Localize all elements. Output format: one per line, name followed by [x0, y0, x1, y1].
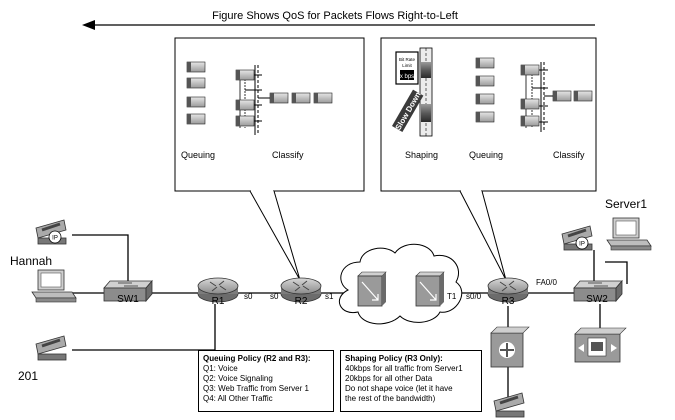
queuing-policy-box: Queuing Policy (R2 and R3): Q1: Voice Q2… [198, 350, 334, 412]
phone-201-label: 201 [18, 369, 38, 383]
shaping-policy-line: 20kbps for all other Data [345, 374, 433, 383]
queuing-policy-line: Q2: Voice Signaling [203, 374, 273, 383]
phone-r3 [492, 391, 526, 419]
ip-badge-right: IP [579, 242, 585, 248]
server1-pc [606, 217, 652, 251]
hannah-pc [31, 269, 77, 303]
r2-s1-label: s1 [325, 292, 334, 301]
shaping-policy-line: 40kbps for all traffic from Server1 [345, 364, 463, 373]
bitrate-value: x bps [400, 74, 414, 80]
call-manager [574, 327, 627, 363]
callout-r2-classify-label: Classify [272, 150, 304, 160]
r2-s0-label: s0 [270, 292, 279, 301]
ip-badge-left: IP [52, 236, 58, 242]
r3-s00-label: s0/0 [466, 292, 482, 301]
callout-r2: Queuing Classify [174, 37, 365, 281]
r1-s0-label: s0 [244, 292, 253, 301]
wan-switch-1 [357, 271, 387, 307]
r3-classifier-fan [520, 62, 593, 132]
r2-label: R2 [295, 296, 308, 307]
server1-label: Server1 [605, 197, 647, 211]
bitrate-label-1: Bit Rate [399, 57, 416, 62]
r3-t1-label: T1 [447, 292, 457, 301]
figure-title: Figure Shows QoS for Packets Flows Right… [212, 10, 458, 22]
callout-r3-classify-label: Classify [553, 150, 585, 160]
callout-r3-queuing-label: Queuing [469, 150, 503, 160]
classifier-fan [235, 65, 333, 135]
shaping-policy-line: Do not shape voice (let it have [345, 384, 453, 393]
queuing-policy-line: Q3: Web Traffic from Server 1 [203, 384, 309, 393]
voice-gateway [490, 326, 530, 368]
queuing-policy-title: Queuing Policy (R2 and R3): [203, 354, 311, 363]
sw2-label: SW2 [586, 294, 608, 305]
bitrate-label-2: Limit [402, 63, 412, 68]
shaping-policy-line: the rest of the bandwidth) [345, 394, 436, 403]
callout-r3: Bit Rate Limit x bps Slow Down [380, 37, 597, 281]
shaping-policy-title: Shaping Policy (R3 Only): [345, 354, 443, 363]
r3-fa00-label: FA0/0 [536, 278, 557, 287]
callout-r3-shaping-label: Shaping [405, 150, 438, 160]
queuing-policy-line: Q1: Voice [203, 364, 238, 373]
r1-label: R1 [212, 296, 225, 307]
callout-r2-queuing-label: Queuing [181, 150, 215, 160]
shaping-policy-box: Shaping Policy (R3 Only): 40kbps for all… [340, 350, 482, 412]
phone-201 [34, 334, 68, 362]
r3-label: R3 [502, 296, 515, 307]
queuing-policy-line: Q4: All Other Traffic [203, 394, 273, 403]
wan-switch-2 [415, 271, 445, 307]
hannah-label: Hannah [10, 254, 52, 268]
sw1-label: SW1 [117, 294, 139, 305]
